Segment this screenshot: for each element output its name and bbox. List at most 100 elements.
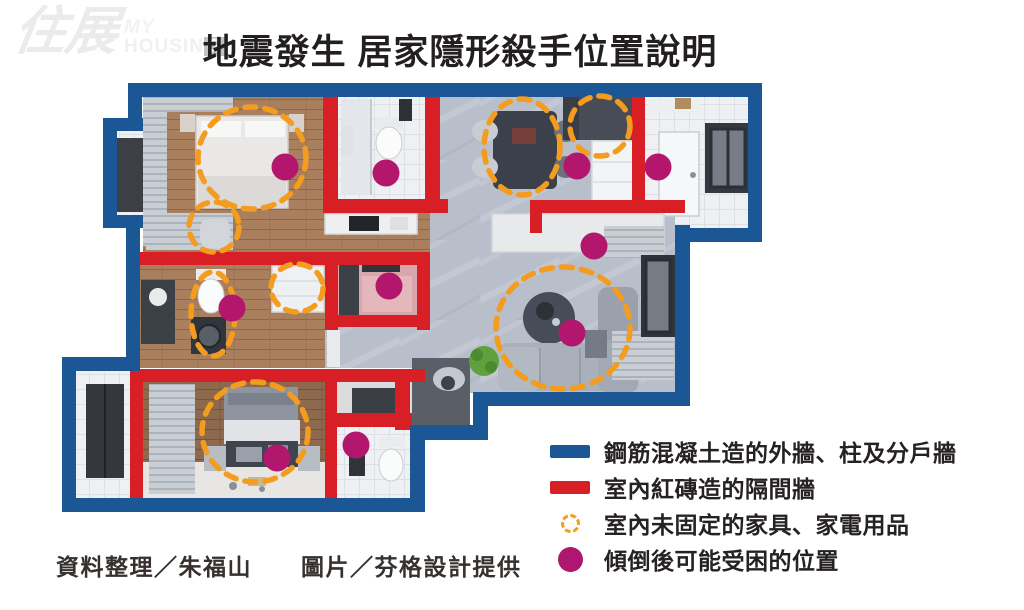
vanity-chair: [200, 219, 230, 248]
duvet: [224, 420, 300, 444]
kitchen-sink: [390, 217, 408, 230]
legend-item-trap-location: 傾倒後可能受困的位置: [548, 541, 957, 577]
sink: [341, 126, 353, 156]
dining-table: [493, 111, 557, 189]
unfixed-furniture-circle: [268, 261, 326, 315]
trap-location-dot: [563, 152, 591, 180]
unfixed-furniture-circle: [567, 93, 633, 159]
trap-location-dot: [644, 153, 672, 181]
unfixed-furniture-circle: [481, 96, 563, 198]
unfixed-furniture-circle: [493, 264, 633, 392]
legend-item-brick-wall: 室內紅磚造的隔間牆: [548, 469, 957, 505]
brick-wall: [137, 252, 430, 265]
trap-dot-swatch: [557, 546, 583, 572]
door-knob: [690, 172, 696, 178]
toilet-1: [375, 126, 403, 160]
logo-cjk-text: 住展: [9, 1, 123, 62]
curtain: [167, 96, 233, 112]
brick-wall: [417, 252, 430, 330]
toilet-3: [378, 448, 404, 482]
cooktop: [349, 216, 379, 231]
brick-wall: [130, 369, 425, 382]
wardrobe: [149, 384, 195, 494]
trap-location-dot: [218, 294, 246, 322]
wardrobe-balcony: [117, 138, 143, 212]
rug-deco: [552, 318, 560, 326]
concrete-wall: [103, 118, 117, 228]
trap-location-dot: [372, 159, 400, 187]
sofa-chaise: [498, 347, 540, 391]
brick-wall: [425, 97, 440, 207]
logo-g-box: G: [203, 37, 226, 56]
water-heater: [399, 99, 412, 121]
concrete-wall: [128, 83, 762, 97]
concrete-wall: [62, 498, 425, 512]
sofa-throw: [585, 330, 607, 358]
legend-item-concrete-wall: 鋼筋混凝土造的外牆、柱及分戶牆: [548, 433, 957, 469]
floor-drain: [441, 376, 455, 390]
unfixed-furniture-circle: [195, 104, 309, 212]
unfixed-furniture-circle: [186, 199, 242, 255]
sideboard-slats: [604, 226, 664, 258]
concrete-wall: [410, 425, 488, 440]
concrete-wall: [62, 357, 76, 512]
toilet-2: [197, 278, 225, 314]
page-title: 地震發生 居家隱形殺手位置說明: [202, 33, 718, 72]
nightstand: [289, 114, 304, 132]
brick-wall: [325, 252, 338, 330]
concrete-wall: [473, 392, 690, 406]
pillow: [228, 393, 294, 405]
door-leaf: [327, 330, 340, 367]
dark-tile-floor: [412, 358, 470, 425]
storage-cabinet: [339, 265, 359, 315]
brick-wall: [130, 370, 143, 498]
concrete-wall: [62, 357, 140, 371]
floor-item: [229, 482, 237, 490]
trap-location-dot: [271, 153, 299, 181]
concrete-wall: [748, 83, 762, 242]
toilet-tank: [375, 117, 403, 129]
concrete-wall: [675, 228, 762, 242]
washer-door: [197, 324, 221, 348]
concrete-wall: [126, 215, 140, 371]
trap-location-dot: [558, 319, 586, 347]
tall-cabinet: [591, 140, 635, 203]
brick-wall: [632, 96, 645, 213]
credits-text: 資料整理／朱福山 圖片／芬格設計提供: [56, 554, 522, 580]
bed-cushion: [236, 447, 262, 462]
toilet-tank: [379, 437, 405, 447]
brick-wall: [325, 315, 430, 327]
brick-wall: [530, 200, 685, 213]
legend-item-unfixed-furniture: 室內未固定的家具、家電用品: [548, 505, 957, 541]
trap-location-dot: [580, 232, 608, 260]
clothes-rod: [362, 265, 400, 272]
sink: [149, 288, 167, 306]
trap-location-dot: [263, 444, 291, 472]
brick-wall: [337, 413, 412, 427]
shelf-deco: [675, 98, 691, 109]
dashed-circle-swatch: [560, 513, 580, 533]
concrete-wall-swatch: [550, 444, 590, 458]
table-deco: [512, 128, 536, 144]
plant: [471, 349, 483, 361]
trap-location-dot: [375, 272, 403, 300]
brick-wall: [323, 199, 448, 213]
entry-console: [648, 99, 700, 112]
nightstand: [180, 114, 195, 132]
legend: 鋼筋混凝土造的外牆、柱及分戶牆 室內紅磚造的隔間牆 室內未固定的家具、家電用品 …: [548, 433, 957, 577]
window-pane: [644, 258, 672, 334]
unfixed-furniture-circle: [199, 379, 311, 485]
concrete-wall: [675, 225, 690, 406]
brick-wall: [323, 97, 338, 213]
plant: [485, 361, 497, 373]
brick-wall: [325, 380, 337, 498]
floor-item: [259, 486, 265, 492]
pillow: [245, 121, 285, 137]
brick-wall-swatch: [550, 480, 590, 494]
coffee-table: [536, 302, 554, 320]
trap-location-dot: [342, 431, 370, 459]
